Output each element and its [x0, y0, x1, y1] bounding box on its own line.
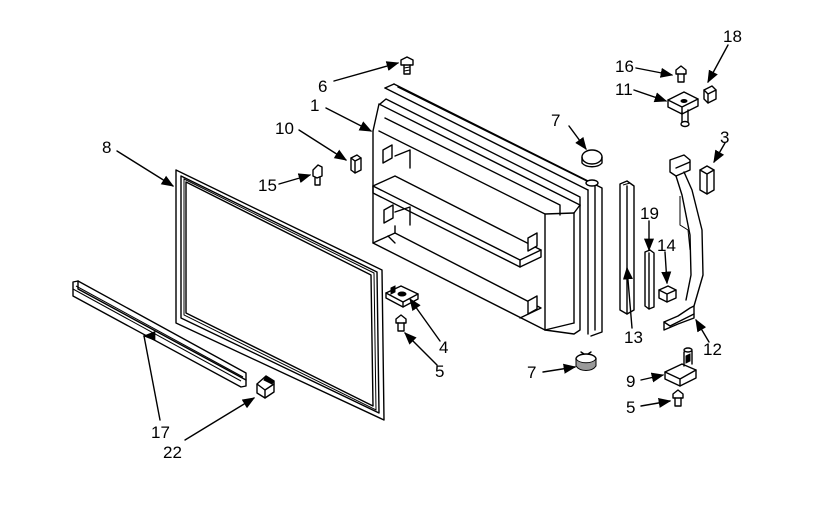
hole-plug-top	[581, 149, 603, 187]
callout-12: 12	[703, 340, 722, 359]
door-gasket	[175, 169, 385, 421]
callout-7-bottom: 7	[527, 363, 536, 382]
door-liner	[372, 83, 603, 337]
door-handle	[663, 154, 704, 331]
callout-8: 8	[102, 138, 111, 157]
callout-10: 10	[275, 119, 294, 138]
leader-lines	[116, 44, 729, 441]
callout-11: 11	[615, 80, 633, 99]
callout-3: 3	[720, 128, 729, 147]
trim-end-cap	[256, 375, 275, 399]
callout-1: 1	[310, 96, 319, 115]
bottom-hinge	[664, 347, 697, 387]
hinge-cover	[703, 85, 717, 104]
callout-22: 22	[163, 443, 182, 462]
vertical-gasket-strip	[619, 180, 635, 315]
callout-14: 14	[657, 236, 676, 255]
callout-5-left: 5	[435, 362, 444, 381]
hole-plug-bottom	[575, 351, 597, 371]
hinge-spacer	[658, 285, 677, 303]
callout-16: 16	[615, 57, 634, 76]
callout-labels: 6 1 10 15 8 7 7 4 5 13 19 14 16 11 18 3 …	[102, 27, 742, 462]
callout-9: 9	[626, 372, 635, 391]
callout-13: 13	[624, 328, 643, 347]
callout-17: 17	[151, 423, 170, 442]
screw-top	[400, 56, 414, 75]
handle-insert	[699, 165, 715, 195]
callout-15: 15	[258, 176, 277, 195]
spacer-block	[350, 154, 362, 174]
door-trim-strip	[72, 280, 247, 388]
screw-bracket-left	[395, 314, 407, 332]
hinge-screw-bottom	[672, 389, 684, 407]
callout-6-top: 6	[318, 77, 327, 96]
top-hinge	[667, 91, 699, 128]
callout-5-right: 5	[626, 398, 635, 417]
screw-side	[312, 164, 323, 186]
callout-18: 18	[723, 27, 742, 46]
hinge-screw-top	[675, 65, 687, 83]
door-stop-bracket	[385, 285, 419, 308]
callout-19: 19	[640, 204, 659, 223]
small-trim-strip	[644, 249, 655, 310]
callout-4: 4	[439, 338, 448, 357]
callout-7-top: 7	[551, 111, 560, 130]
